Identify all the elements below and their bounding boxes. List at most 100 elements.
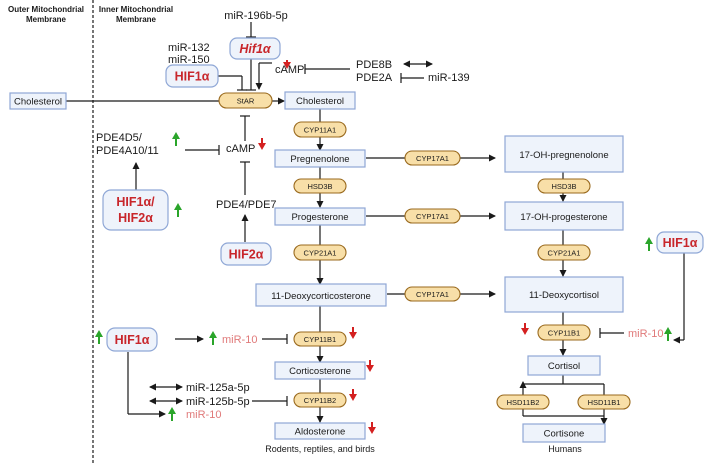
mir139-label: miR-139	[428, 72, 470, 84]
camp-top-label: cAMP	[275, 64, 304, 76]
mir132-label: miR-132	[168, 42, 210, 54]
hif2a-box: HIF2α	[220, 242, 272, 266]
pde8b-label: PDE8B	[356, 59, 392, 71]
hsd3b-right-label: HSD3B	[551, 182, 576, 191]
cyp11b2-pill: CYP11B2	[293, 392, 347, 408]
hif-dual-label-1: HIF1α/	[116, 195, 155, 209]
oh-pregnenolone-label: 17-OH-pregnenolone	[519, 150, 608, 161]
hsd11b1-pill: HSD11B1	[577, 394, 631, 410]
hif-right-up-arrow-icon	[645, 237, 653, 251]
cyp17a1-label-3: CYP17A1	[416, 290, 449, 299]
progesterone-label: Progesterone	[291, 212, 348, 223]
oh-pregnenolone-box: 17-OH-pregnenolone	[504, 135, 624, 173]
cyp11b1-left-pill: CYP11B1	[293, 331, 347, 347]
cyp11a1-label: CYP11A1	[304, 126, 336, 135]
pde2a-label: PDE2A	[356, 72, 393, 84]
inner-membrane-title-line2: Membrane	[116, 15, 157, 24]
hif1a-star-label: HIF1α	[175, 70, 210, 84]
mir10-mid-label: miR-10	[222, 334, 257, 346]
aldosterone-label: Aldosterone	[295, 427, 346, 438]
cholesterol-inner-box: Cholesterol	[284, 91, 356, 110]
camp-mid-label: cAMP	[226, 143, 255, 155]
cholesterol-outer-box: Cholesterol	[9, 92, 67, 110]
aldosterone-box: Aldosterone	[274, 422, 366, 440]
hif2a-label: HIF2α	[229, 248, 264, 262]
cyp21a1-left-pill: CYP21A1	[293, 244, 347, 261]
corticosterone-box: Corticosterone	[274, 361, 366, 380]
star-pill: StAR	[218, 92, 273, 109]
hsd11b2-pill: HSD11B2	[496, 394, 550, 410]
hif1a-top-box: Hif1α	[229, 37, 281, 60]
cyp11b1-left-label: CYP11B1	[304, 335, 336, 344]
pregnenolone-label: Pregnenolone	[290, 154, 349, 165]
mir10-bottom-label: miR-10	[186, 409, 221, 421]
hsd3b-left-pill: HSD3B	[293, 178, 347, 194]
cortisone-label: Cortisone	[544, 429, 585, 440]
hif1a-top-label: Hif1α	[239, 42, 272, 56]
cyp17a1-pill-1: CYP17A1	[404, 150, 461, 166]
mir150-label: miR-150	[168, 54, 210, 66]
cyp17a1-pill-2: CYP17A1	[404, 208, 461, 224]
cortisone-box: Cortisone	[522, 423, 606, 443]
hif1a-right-box: HIF1α	[656, 231, 704, 254]
hif1a-left-box: HIF1α	[106, 327, 158, 352]
cyp11b2-label: CYP11B2	[304, 396, 336, 405]
corticosterone-label: Corticosterone	[289, 366, 351, 377]
mir10-right-up-arrow-icon	[664, 327, 672, 341]
hsd3b-right-pill: HSD3B	[537, 178, 591, 194]
cyp11b1-right-down-arrow-icon	[521, 323, 529, 335]
hif1a-hif2a-box: HIF1α/ HIF2α	[102, 189, 169, 231]
cholesterol-inner-label: Cholesterol	[296, 96, 344, 107]
cortisol-label: Cortisol	[548, 361, 580, 372]
cholesterol-outer-label: Cholesterol	[14, 97, 62, 108]
cyp11b1-left-down-arrow-icon	[349, 327, 357, 339]
deoxycortisol-box: 11-Deoxycortisol	[504, 276, 624, 313]
mir10-mid-up-arrow-icon	[209, 331, 217, 345]
pregnenolone-box: Pregnenolone	[274, 149, 366, 168]
mir196b-label: miR-196b-5p	[224, 10, 288, 22]
cortisol-box: Cortisol	[527, 355, 601, 376]
hsd3b-left-label: HSD3B	[307, 182, 332, 191]
hsd11b2-label: HSD11B2	[507, 398, 540, 407]
cyp17a1-pill-3: CYP17A1	[404, 286, 461, 302]
pde4-pde7-label: PDE4/PDE7	[216, 199, 277, 211]
inner-membrane-title-line1: Inner Mitochondrial	[99, 5, 173, 14]
cyp11b1-right-label: CYP11B1	[548, 329, 580, 338]
oh-progesterone-box: 17-OH-progesterone	[504, 201, 624, 231]
aldosterone-down-arrow-icon	[368, 422, 376, 434]
cyp21a1-right-pill: CYP21A1	[537, 244, 591, 261]
corticosterone-down-arrow-icon	[366, 360, 374, 372]
outer-membrane-title-line1: Outer Mitochondrial	[8, 5, 84, 14]
outer-membrane-title-line2: Membrane	[26, 15, 67, 24]
hif1a-right-label: HIF1α	[663, 236, 698, 250]
hif-left-up-arrow-icon	[95, 330, 103, 344]
rodents-label: Rodents, reptiles, and birds	[265, 444, 375, 454]
progesterone-box: Progesterone	[274, 207, 366, 226]
cyp17a1-label-2: CYP17A1	[416, 212, 449, 221]
hif-dual-up-arrow-icon	[174, 203, 182, 217]
cyp21a1-right-label: CYP21A1	[548, 249, 581, 258]
oh-progesterone-label: 17-OH-progesterone	[520, 212, 607, 223]
cyp11b2-down-arrow-icon	[349, 389, 357, 401]
hif-dual-label-2: HIF2α	[118, 211, 153, 225]
camp-mid-down-arrow-icon	[258, 138, 266, 150]
deoxycorticosterone-box: 11-Deoxycorticosterone	[255, 283, 387, 307]
pde4a10-label: PDE4A10/11	[96, 145, 159, 157]
cyp11b1-right-pill: CYP11B1	[537, 324, 591, 341]
hsd11b1-label: HSD11B1	[588, 398, 621, 407]
cyp21a1-left-label: CYP21A1	[304, 249, 337, 258]
cyp11a1-pill: CYP11A1	[293, 121, 347, 138]
hif1a-left-label: HIF1α	[115, 333, 150, 347]
camp-top-down-arrow-icon	[283, 60, 291, 69]
deoxycortisol-label: 11-Deoxycortisol	[529, 290, 599, 301]
star-label: StAR	[237, 97, 255, 106]
humans-label: Humans	[548, 444, 582, 454]
mir125b-label: miR-125b-5p	[186, 396, 250, 408]
pde4d5-up-arrow-icon	[172, 132, 180, 146]
hif1a-star-box: HIF1α	[165, 64, 219, 88]
pde4d5-label: PDE4D5/	[96, 132, 143, 144]
deoxycorticosterone-label: 11-Deoxycorticosterone	[271, 291, 371, 302]
mir125a-label: miR-125a-5p	[186, 382, 250, 394]
